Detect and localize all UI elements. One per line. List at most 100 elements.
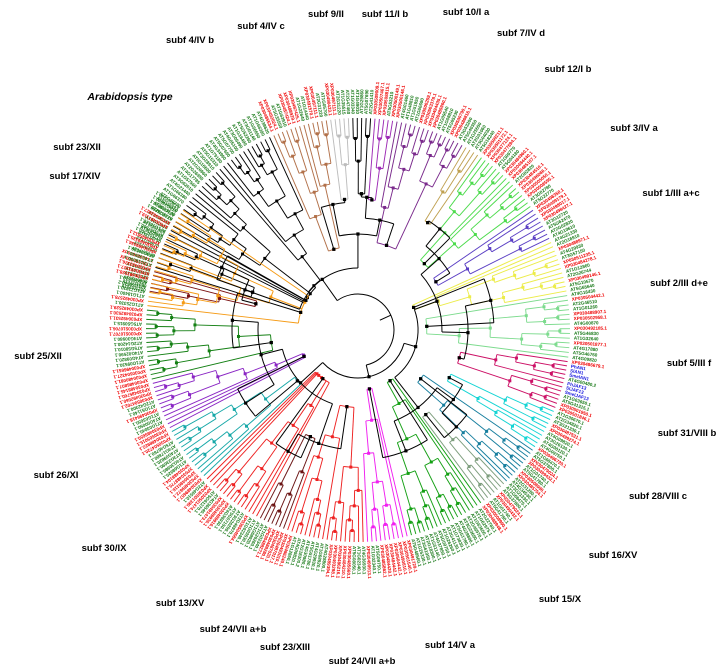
subfamily-label-subf-3-IVa: subf 3/IV a xyxy=(610,123,658,134)
leaf-label: AT1G49010 xyxy=(355,89,360,114)
leaf-label: XP030504442.1 xyxy=(393,542,404,576)
leaf-label: AT4G16430 xyxy=(571,288,597,297)
leaf-label: SlAN1 xyxy=(570,368,585,376)
leaf-label: AT5G09750.1 xyxy=(375,545,383,574)
leaf-label: AT5G01380 xyxy=(124,270,150,281)
leaf-label: AT4G00870 xyxy=(574,320,599,326)
leaf-label: XP030504442.1 xyxy=(571,292,605,302)
leaf-label: PhJAF13 xyxy=(567,381,588,391)
leaf-label: AT1G22640 xyxy=(294,97,305,123)
leaf-label: XP030500146.1 xyxy=(395,84,406,118)
leaf-label: AT2G14200.1 xyxy=(113,341,142,348)
leaf-label: XP030486679.1 xyxy=(571,359,605,369)
leaf-label: AT1G48810 xyxy=(404,95,415,121)
leaf-label: XP030484442.1 xyxy=(388,543,398,577)
subfamily-label-subf-9-II: subf 9/II xyxy=(308,9,344,20)
leaf-label: XP030480081.1 xyxy=(114,373,148,385)
subfamily-label-subf-5-IIIf: subf 5/III f xyxy=(666,358,712,369)
leaf-label: PhAN1 xyxy=(571,364,587,372)
subfamily-label-subf-16-XV: subf 16/XV xyxy=(588,550,638,561)
subfamily-label-subf-28-VIIIc: subf 28/VIII c xyxy=(628,491,688,502)
subfamily-label-subf-15-X: subf 15/X xyxy=(538,594,582,605)
subfamily-label-subf-26-XI: subf 26/XI xyxy=(33,470,79,481)
leaf-label: AT5G50915.1 xyxy=(113,321,142,327)
leaf-label: AT4G29930.1 xyxy=(310,542,320,571)
subfamily-label-subf-12-Ib: subf 12/I b xyxy=(544,64,592,75)
leaf-label: AT5G62610.1 xyxy=(118,274,147,285)
leaf-label: AT2G47460 xyxy=(345,89,351,114)
leaf-label: XP030484210.1 xyxy=(341,545,348,579)
leaf-label: AT2G31220 xyxy=(335,90,342,115)
leaf-label: AT1G59640.2 xyxy=(117,279,146,290)
leaf-label: XP030510706.1 xyxy=(109,326,142,331)
leaf-label: AT4G36930.1 xyxy=(361,546,367,575)
subfamily-label-subf-24-VIIab-a: subf 24/VII a+b xyxy=(199,624,267,635)
leaf-label: XP030485862.1 xyxy=(379,544,388,578)
leaf-label: AT4G01460 xyxy=(400,93,410,119)
leaf-label: AT5G65640 xyxy=(570,283,596,293)
arabidopsis-type-annotation: Arabidopsis type xyxy=(87,91,173,103)
leaf-label: AT4G30980.1 xyxy=(113,336,142,342)
leaf-label: AT1G25330.1 xyxy=(114,300,143,308)
leaf-label: AT1G71080 xyxy=(122,279,148,289)
leaf-label: AT5G46760 xyxy=(573,350,599,358)
leaf-label: AT1G14440 xyxy=(299,95,310,121)
leaf-label: AT4G00480.2 xyxy=(568,377,597,389)
leaf-label: AT1G51950 xyxy=(409,96,420,122)
leaf-label: AT2G41410 xyxy=(368,89,374,114)
leaf-label: AT4G17880 xyxy=(573,345,598,352)
subfamily-label-subf-13-XV: subf 13/XV xyxy=(155,598,205,609)
leaf-label: XP030493298.1 xyxy=(330,545,338,579)
leaf-label: AT5G01310 xyxy=(121,283,147,293)
subfamily-label-subf-4-IVb: subf 4/IV b xyxy=(165,35,215,46)
leaf-label: AT1G02340.1 xyxy=(370,545,377,574)
leaf-label: XP030501877.1 xyxy=(573,340,607,347)
leaf-label: XP030492531.1 xyxy=(109,315,143,322)
leaf-label: AT1G18400.1 xyxy=(116,289,145,298)
leaf-label: AT5G51780.1 xyxy=(305,541,316,570)
leaf-label: AT1G03340 xyxy=(350,89,356,114)
leaf-label: AT1G66690 xyxy=(413,97,425,123)
subfamily-label-subf-25-XII: subf 25/XII xyxy=(14,351,62,362)
leaf-label: XP030504327.1 xyxy=(113,369,147,380)
leaf-label: XP030486216.1 xyxy=(335,545,343,579)
leaf-label: AT1G32640 xyxy=(574,336,599,342)
subfamily-label-subf-17-XIV: subf 17/XIV xyxy=(49,171,101,182)
leaf-label: SlJAF13 xyxy=(565,385,584,395)
leaf-label: AT4G09820.1 xyxy=(115,355,144,364)
subfamily-label-subf-31-VIIIb: subf 31/VIII b xyxy=(657,428,717,439)
leaf-label: AT1G12860 xyxy=(565,262,591,274)
subfamily-label-subf-30-IX: subf 30/IX xyxy=(81,543,127,554)
leaf-label: XP030509009.1 xyxy=(373,81,381,115)
leaf-label: AT4G30980.1 xyxy=(300,540,312,569)
leaf-label: AT1G01260 xyxy=(573,304,598,311)
leaf-label: XP030508815.1 xyxy=(382,82,391,116)
leaf-label: XP030488907.1 xyxy=(573,309,607,316)
subfamily-label-subf-11-Ib: subf 11/I b xyxy=(361,9,409,20)
leaf-label: AT1G09530.1 xyxy=(115,359,144,368)
leaf-label: AT5G08050.1 xyxy=(351,546,357,575)
subfamily-label-subf-10-Ia: subf 10/I a xyxy=(442,7,490,18)
leaf-label: AT5G58010.1 xyxy=(114,345,143,352)
leaf-label: XP030490913.1 xyxy=(366,546,373,580)
leaf-label: XP030510707.1 xyxy=(109,331,142,337)
leaf-label: XP030489394.1 xyxy=(325,544,334,578)
leaf-label: AT1G35515 xyxy=(340,90,347,115)
leaf-label: XP030492185.1 xyxy=(574,326,607,331)
leaf-label: AT5G10570 xyxy=(569,278,595,288)
leaf-label: XP030497111.1 xyxy=(308,86,319,119)
leaf-label: AT1G68920.1 xyxy=(315,543,325,572)
subfamily-label-subf-7-IVd: subf 7/IV d xyxy=(496,28,546,39)
leaf-label: AT5G07690 xyxy=(364,89,370,114)
subfamily-label-subf-23-XIII: subf 23/XIII xyxy=(259,642,311,653)
leaf-label: AT1G02340.1 xyxy=(356,546,361,575)
leaf-label: AT3G61250 xyxy=(126,261,152,273)
leaf-label: XP030496651.1 xyxy=(112,364,146,375)
subfamily-label-subf-14-Va: subf 14/V a xyxy=(424,640,476,651)
leaf-label: AT4G02590.1 xyxy=(114,350,143,358)
leaf-label: AT5G46830 xyxy=(574,331,599,336)
leaf-label: XP030507467.1 xyxy=(377,82,385,116)
leaf-label: XP030492529.1 xyxy=(109,304,143,312)
leaf-label: XP030492530.1 xyxy=(109,310,143,317)
